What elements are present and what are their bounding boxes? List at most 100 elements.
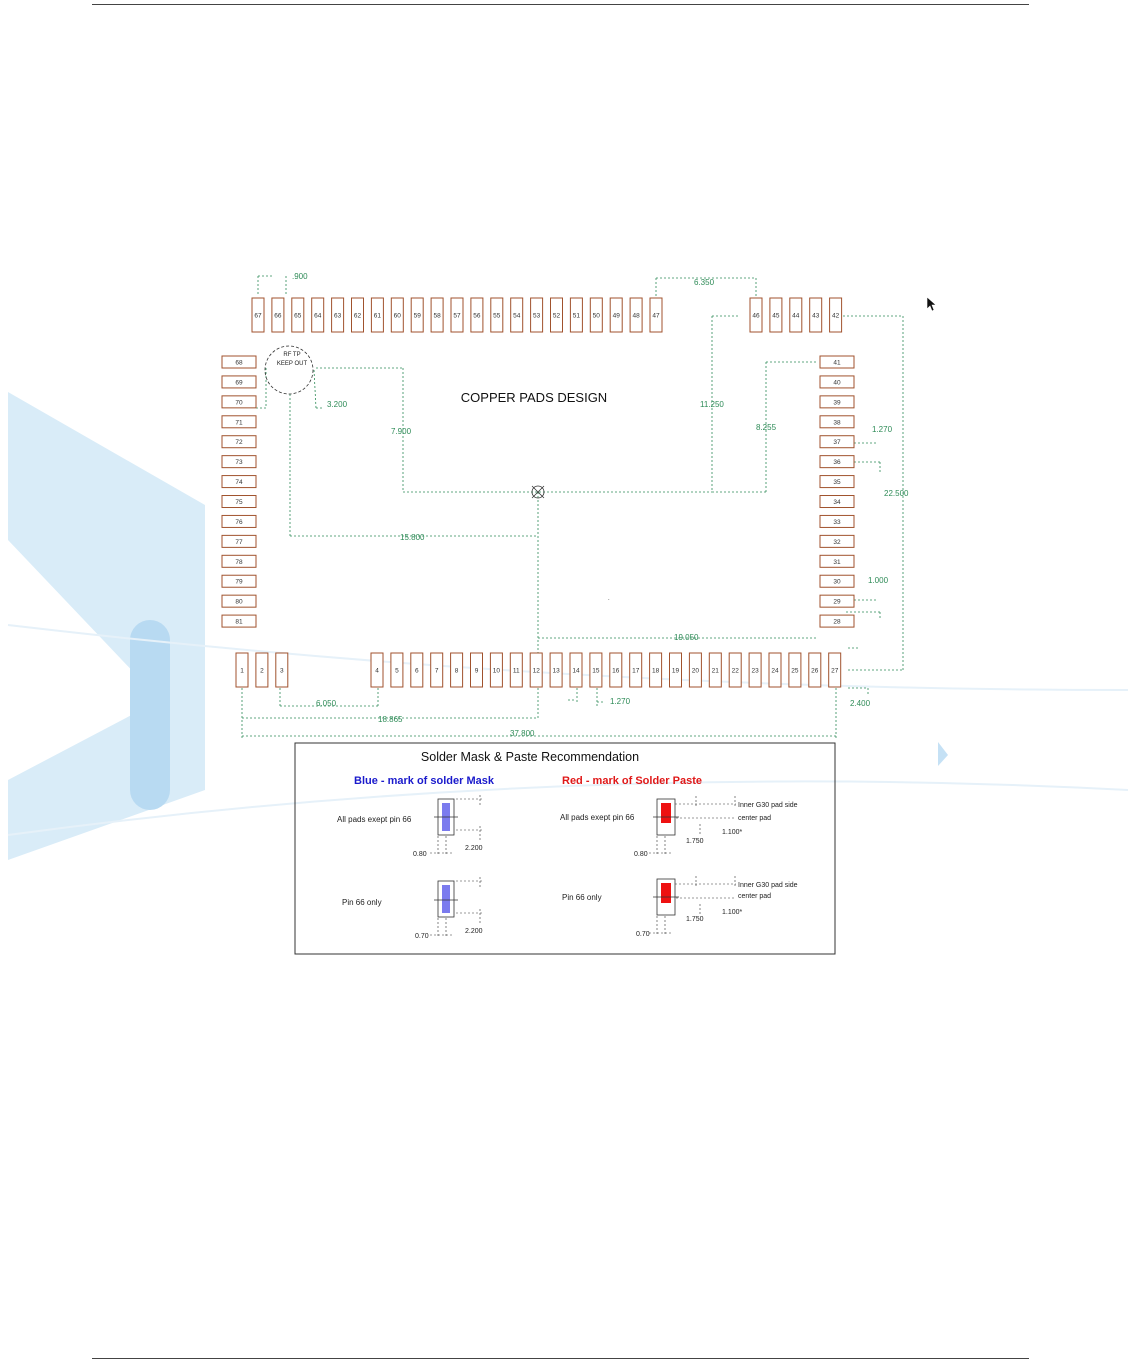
pad-35: 35: [819, 475, 855, 489]
pad-label: 11: [513, 668, 520, 675]
row1-label-right: All pads exept pin 66: [560, 813, 635, 822]
pad-label: 16: [612, 668, 620, 675]
pad-label: 32: [833, 539, 841, 546]
pad-label: 65: [294, 313, 302, 320]
pad-label: 60: [394, 313, 402, 320]
pad-66: 66: [271, 297, 285, 333]
paste-w1: 0.80: [634, 851, 648, 858]
watermark-arrow: [938, 742, 948, 766]
pad-56: 56: [470, 297, 484, 333]
recommendation-title: Solder Mask & Paste Recommendation: [421, 750, 639, 764]
dim-1270-bottom: 1.270: [610, 697, 631, 706]
pad-label: 74: [235, 479, 243, 486]
pad-1: 1: [235, 652, 249, 688]
pad-label: 41: [833, 360, 841, 367]
pad-45: 45: [769, 297, 783, 333]
pad-label: 81: [235, 619, 243, 626]
pad-label: 6: [415, 668, 419, 675]
pad-44: 44: [789, 297, 803, 333]
pad-label: 61: [374, 313, 382, 320]
pad-64: 64: [311, 297, 325, 333]
dim-2400: 2.400: [850, 699, 871, 708]
pad-67: 67: [251, 297, 265, 333]
pad-17: 17: [629, 652, 643, 688]
dim-11250: 11.250: [700, 400, 724, 409]
pad-label: 30: [833, 579, 841, 586]
pad-55: 55: [490, 297, 504, 333]
pad-5: 5: [390, 652, 404, 688]
pad-label: 47: [652, 313, 660, 320]
paste-h1: 1.750: [686, 838, 704, 845]
pad-18: 18: [649, 652, 663, 688]
mask-w2: 0.70: [415, 933, 429, 940]
pad-label: 7: [435, 668, 439, 675]
pad-46: 46: [749, 297, 763, 333]
pad-label: 42: [832, 313, 840, 320]
pad-19: 19: [669, 652, 682, 688]
pad-6: 6: [410, 652, 424, 688]
pad-10: 10: [489, 652, 503, 688]
pad-48: 48: [629, 297, 643, 333]
pad-11: 11: [509, 652, 523, 688]
dim-18865: 18.865: [378, 715, 403, 724]
pad-53: 53: [530, 297, 544, 333]
pad-38: 38: [819, 415, 855, 429]
pad-label: 29: [833, 599, 841, 606]
paste-offset-1: 1.100*: [722, 829, 743, 836]
rf-keepout-circle: [264, 345, 314, 395]
pad-label: 40: [833, 379, 841, 386]
pad-label: 77: [235, 539, 243, 546]
pad-label: 64: [314, 313, 322, 320]
small-dot: .: [608, 596, 610, 602]
pad-72: 72: [221, 435, 257, 449]
dim-pitch-top: .900: [292, 272, 308, 281]
pad-36: 36: [819, 455, 855, 469]
mouse-cursor-icon: [926, 296, 937, 312]
center-mark: [531, 485, 545, 499]
mask-h1: 2.200: [465, 845, 483, 852]
pad-label: 9: [475, 668, 479, 675]
pad-label: 68: [235, 360, 243, 367]
pad-54: 54: [510, 297, 524, 333]
pad-59: 59: [410, 297, 424, 333]
pad-69: 69: [221, 375, 257, 389]
pad-73: 73: [221, 455, 257, 469]
row2-label-left: Pin 66 only: [342, 898, 382, 907]
pad-9: 9: [470, 652, 483, 688]
pad-74: 74: [221, 475, 257, 489]
pad-label: 45: [772, 313, 780, 320]
pad-33: 33: [819, 514, 855, 528]
pad-label: 12: [533, 668, 541, 675]
pad-23: 23: [748, 652, 762, 688]
pad-label: 63: [334, 313, 342, 320]
pad-39: 39: [819, 395, 855, 409]
pad-63: 63: [331, 297, 345, 333]
pad-30: 30: [819, 574, 855, 588]
mask-pad-row2: 0.70 2.200: [415, 877, 483, 940]
recommendation-border: [294, 742, 836, 955]
pad-label: 22: [732, 668, 740, 675]
pad-label: 1: [240, 668, 244, 675]
pad-61: 61: [370, 297, 384, 333]
pad-label: 66: [274, 313, 282, 320]
pad-16: 16: [609, 652, 623, 688]
pad-32: 32: [819, 534, 855, 548]
watermark-swoosh-1: [7, 624, 1128, 691]
paste-pad-row2: Inner G30 pad side center pad 1.100* 1.7…: [636, 876, 798, 938]
pad-31: 31: [819, 554, 855, 568]
pad-label: 18: [652, 668, 660, 675]
pad-label: 31: [833, 559, 841, 566]
pad-label: 58: [433, 313, 441, 320]
pad-label: 57: [453, 313, 461, 320]
pad-label: 49: [613, 313, 621, 320]
pad-label: 4: [375, 668, 379, 675]
pad-80: 80: [221, 594, 257, 608]
pad-71: 71: [221, 415, 257, 429]
pad-43: 43: [809, 297, 823, 333]
pad-47: 47: [649, 297, 663, 333]
pad-label: 21: [712, 668, 720, 675]
pad-label: 72: [235, 439, 243, 446]
pad-label: 25: [791, 668, 799, 675]
pad-26: 26: [808, 652, 822, 688]
